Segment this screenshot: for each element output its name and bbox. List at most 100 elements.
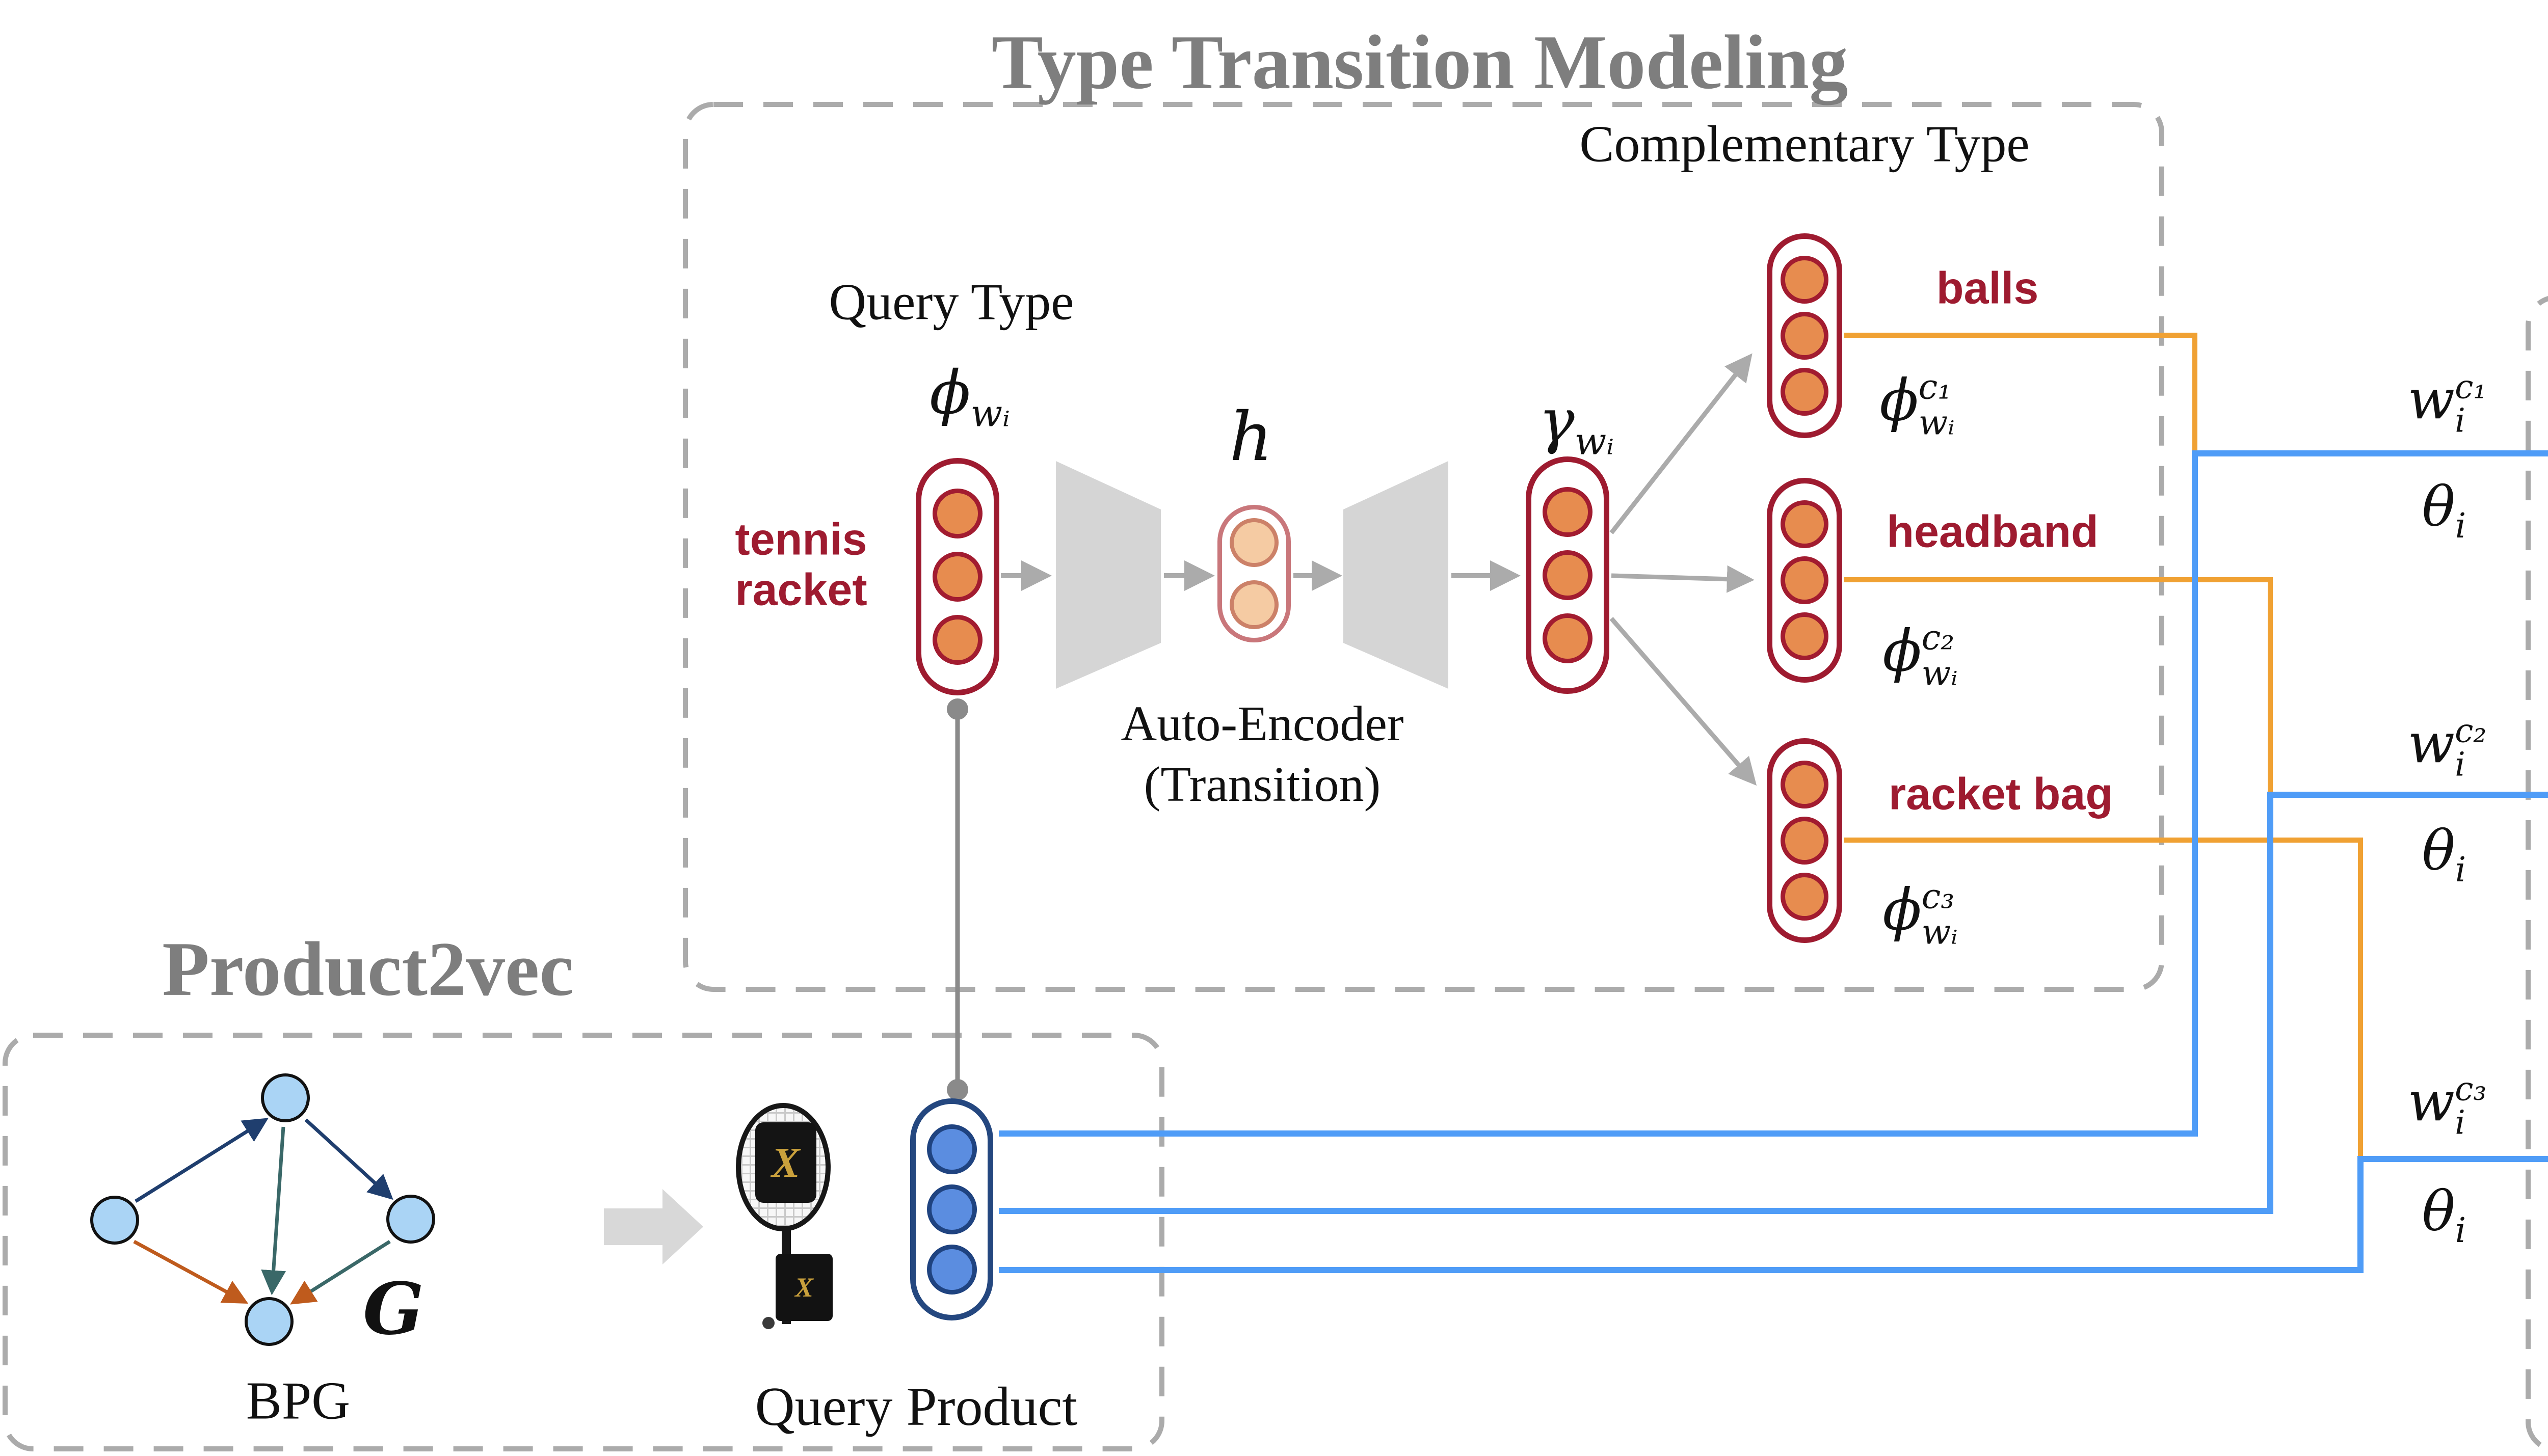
query-type-label: Query Type — [829, 273, 1074, 331]
complementary-name-balls: balls — [1936, 262, 2039, 313]
query-item-name: tennis racket — [735, 514, 867, 614]
query-item-line1: tennis — [735, 514, 867, 564]
small-ball — [762, 1317, 775, 1329]
product2vec-title: Product2vec — [162, 926, 574, 1012]
phi-sup: c₂ — [1921, 618, 1955, 658]
complementary-name-racketbag: racket bag — [1888, 768, 2113, 819]
phi-base: ϕ — [930, 357, 971, 428]
theta-i-symbol-row2: θi — [2422, 819, 2466, 889]
bpg-edge-left-bottom — [133, 1239, 249, 1304]
hidden-node — [1230, 518, 1279, 567]
theta-base: θ — [2422, 475, 2455, 540]
theta-i-symbol-row1: θi — [2422, 475, 2466, 546]
theta-i-symbol-row3: θi — [2422, 1180, 2466, 1250]
graph-symbol: G — [363, 1268, 424, 1351]
theta-base: θ — [2422, 1180, 2455, 1244]
blue-route-row3 — [999, 1156, 2548, 1273]
bpg-node-left — [90, 1196, 139, 1245]
blue-route-row2 — [999, 792, 2548, 1214]
product2vec-box — [3, 1033, 1164, 1451]
encoder-trapezoid — [1056, 461, 1161, 689]
theta-sub: i — [2455, 1210, 2466, 1250]
complementary-capsule-racketbag — [1767, 738, 1842, 943]
bpg-caption: BPG — [246, 1370, 351, 1431]
bpg-node-bottom — [245, 1297, 294, 1346]
w-sub: i — [2455, 745, 2465, 784]
connector-dot-top — [947, 698, 968, 720]
type-transition-box — [683, 102, 2164, 992]
embedding-node — [933, 615, 983, 665]
orange-route-balls — [1844, 333, 2197, 451]
embedding-node — [1781, 817, 1828, 865]
query-type-symbol: ϕwᵢ — [930, 358, 1010, 436]
bpg-edge-left-top — [135, 1118, 269, 1203]
phi-sub: wᵢ — [970, 392, 1010, 436]
query-item-line2: racket — [735, 564, 867, 614]
embedding-node — [1781, 556, 1828, 604]
autoencoder-label-line2: (Transition) — [1144, 757, 1381, 812]
theta-base: θ — [2422, 819, 2455, 883]
embedding-node — [926, 1184, 977, 1234]
phi-sup: c₁ — [1918, 367, 1952, 408]
theta-sub: i — [2455, 849, 2466, 889]
orange-route-headband — [1844, 577, 2273, 793]
gamma-sub: wᵢ — [1574, 420, 1614, 464]
bpg-edge-top-right — [304, 1118, 393, 1200]
query-type-capsule — [916, 458, 999, 695]
embedding-node — [933, 552, 983, 602]
complementary-capsule-headband — [1767, 478, 1842, 683]
string-pack: X — [776, 1254, 833, 1321]
w-base: w — [2407, 712, 2455, 776]
embedding-node — [1543, 613, 1593, 663]
w-sub: i — [2455, 1103, 2465, 1142]
orange-route-racketbag — [1844, 838, 2363, 1157]
gamma-capsule — [1526, 456, 1609, 694]
complementary-name-headband: headband — [1887, 506, 2099, 557]
complementary-type-label: Complementary Type — [1579, 115, 2030, 173]
phi-sub: wᵢ — [1921, 653, 1958, 693]
connector-dot-bottom — [947, 1079, 968, 1100]
embedding-node — [1781, 612, 1828, 660]
arrow-gamma-to-balls — [1609, 353, 1753, 534]
gamma-symbol: γwᵢ — [1538, 386, 1614, 464]
embedding-node — [1781, 256, 1828, 304]
bpg-edge-top-bottom — [261, 1126, 286, 1296]
embedding-node — [1781, 873, 1828, 921]
w-sup: c₂ — [2455, 712, 2487, 750]
embedding-node — [1543, 487, 1593, 537]
embedding-node — [926, 1124, 977, 1174]
hidden-capsule — [1217, 505, 1291, 642]
racket-logo: X — [755, 1122, 816, 1203]
embedding-node — [1781, 761, 1828, 808]
type-item-box — [2526, 296, 2548, 1451]
bpg-to-product-arrow — [604, 1189, 703, 1264]
phi-sup: c₃ — [1921, 877, 1955, 917]
w-sup: c₃ — [2455, 1070, 2487, 1109]
query-product-image: X X — [729, 1103, 846, 1332]
hidden-node — [1230, 580, 1279, 629]
embedding-node — [933, 489, 983, 538]
bpg-node-right — [386, 1195, 435, 1244]
hidden-symbol: h — [1229, 398, 1273, 476]
phi-base: ϕ — [1882, 618, 1922, 685]
embedding-node — [1781, 312, 1828, 360]
phi-base: ϕ — [1882, 877, 1922, 943]
gamma-base: γ — [1538, 385, 1575, 456]
w-sup: c₁ — [2455, 368, 2487, 407]
type-transition-title: Type Transition Modeling — [991, 19, 1848, 105]
embedding-node — [1543, 550, 1593, 600]
phi-base: ϕ — [1879, 367, 1919, 434]
embedding-node — [1781, 368, 1828, 416]
w-base: w — [2407, 1070, 2455, 1134]
embedding-node — [1781, 500, 1828, 548]
query-product-capsule — [910, 1098, 993, 1320]
phi-sub: wᵢ — [1918, 402, 1955, 443]
w-sub: i — [2455, 401, 2465, 440]
